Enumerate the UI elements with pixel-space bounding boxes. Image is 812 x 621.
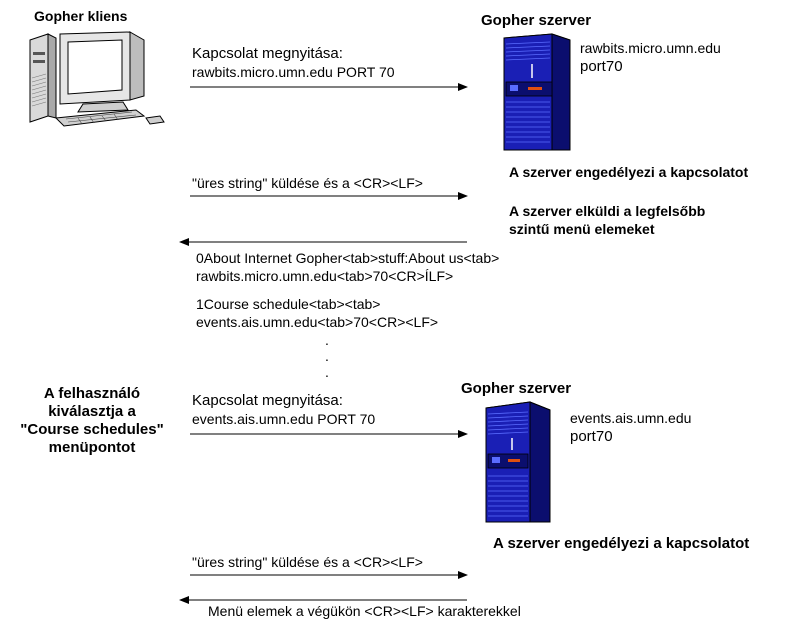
- server1-port: port70: [580, 58, 623, 75]
- empty-string-message-1: "üres string" küldése és a <CR><LF>: [192, 175, 423, 191]
- open-connection-label: Kapcsolat megnyitása:: [192, 45, 343, 62]
- open-connection-target: rawbits.micro.umn.edu PORT 70: [192, 64, 395, 80]
- server1-tower-icon: [503, 33, 571, 151]
- server2-tower-icon: [485, 401, 551, 523]
- server2-title: Gopher szerver: [461, 380, 572, 397]
- menu-item-course-line2: events.ais.umn.edu<tab>70<CR><LF>: [196, 314, 439, 330]
- continuation-dots: . . .: [325, 332, 329, 380]
- server1-host: rawbits.micro.umn.edu: [580, 40, 721, 56]
- open-connection-label-2: Kapcsolat megnyitása:: [192, 392, 343, 409]
- client-title: Gopher kliens: [34, 8, 128, 24]
- server1-sends-line1: A szerver elküldi a legfelsőbb: [509, 203, 706, 219]
- server1-sends-line2: szintű menü elemeket: [509, 221, 655, 237]
- menu-item-about-line2: rawbits.micro.umn.edu<tab>70<CR>ÍLF>: [196, 268, 454, 284]
- menu-item-course-line1: 1Course schedule<tab><tab>: [196, 296, 381, 312]
- server1-title: Gopher szerver: [481, 12, 592, 29]
- server2-host: events.ais.umn.edu: [570, 410, 692, 426]
- menu-items-final-message: Menü elemek a végükön <CR><LF> karaktere…: [208, 603, 521, 619]
- empty-string-message-2: "üres string" küldése és a <CR><LF>: [192, 554, 423, 570]
- open-connection-target-2: events.ais.umn.edu PORT 70: [192, 411, 376, 427]
- server2-accepts: A szerver engedélyezi a kapcsolatot: [493, 535, 750, 552]
- server2-port: port70: [570, 428, 613, 445]
- server1-accepts: A szerver engedélyezi a kapcsolatot: [509, 164, 749, 180]
- menu-item-about-line1: 0About Internet Gopher<tab>stuff:About u…: [196, 250, 500, 266]
- user-action-text: A felhasználó kiválasztja a "Course sche…: [20, 385, 164, 456]
- desktop-computer-icon: [29, 31, 165, 127]
